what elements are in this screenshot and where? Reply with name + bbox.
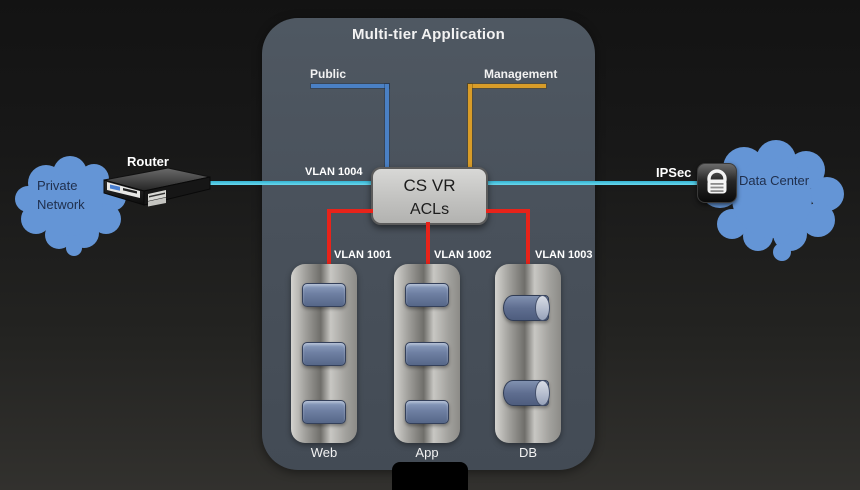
private-network-label: Private Network xyxy=(37,178,85,212)
management-line-vertical xyxy=(468,84,472,167)
acl-line-web-horizontal xyxy=(327,209,373,213)
database-icon xyxy=(503,295,550,321)
public-line-vertical xyxy=(385,84,389,167)
web-tier-label: Web xyxy=(310,445,338,460)
public-line-horizontal xyxy=(311,84,389,88)
bottom-black-overlay xyxy=(392,462,468,490)
private-network-cloud-shape xyxy=(15,156,126,256)
management-link-label: Management xyxy=(484,67,558,81)
app-tier-stack xyxy=(394,264,460,443)
server-icon xyxy=(302,400,346,424)
server-icon xyxy=(405,400,449,424)
database-icon xyxy=(503,380,550,406)
diagram-title: Multi-tier Application xyxy=(351,26,505,43)
cs-vr-node: CS VR ACLs xyxy=(371,167,488,225)
server-icon xyxy=(405,283,449,307)
ipsec-line xyxy=(488,181,700,185)
acls-label: ACLs xyxy=(409,201,450,218)
server-icon xyxy=(405,342,449,366)
router-icon xyxy=(103,167,211,207)
acl-line-web-vertical xyxy=(327,209,331,266)
lock-icon xyxy=(697,163,737,203)
ipsec-label: IPSec xyxy=(656,165,692,180)
server-icon xyxy=(302,342,346,366)
data-center-label: Data Center xyxy=(739,173,810,188)
vlan-1001-label: VLAN 1001 xyxy=(334,249,392,261)
web-tier-stack xyxy=(291,264,357,443)
acl-line-db-vertical xyxy=(526,209,530,266)
vlan-1004-line xyxy=(198,181,371,185)
vlan-1002-label: VLAN 1002 xyxy=(434,249,492,261)
app-tier-label: App xyxy=(415,445,439,460)
vlan-1003-label: VLAN 1003 xyxy=(535,249,593,261)
management-line-horizontal xyxy=(468,84,546,88)
db-tier-label: DB xyxy=(518,445,538,460)
db-tier-stack xyxy=(495,264,561,443)
public-link-label: Public xyxy=(310,67,347,81)
vlan-1004-label: VLAN 1004 xyxy=(305,166,363,178)
router-label: Router xyxy=(127,154,169,169)
server-icon xyxy=(302,283,346,307)
acl-line-db-horizontal xyxy=(486,209,530,213)
cs-vr-label: CS VR xyxy=(403,176,456,195)
acl-line-app-vertical xyxy=(426,222,430,266)
